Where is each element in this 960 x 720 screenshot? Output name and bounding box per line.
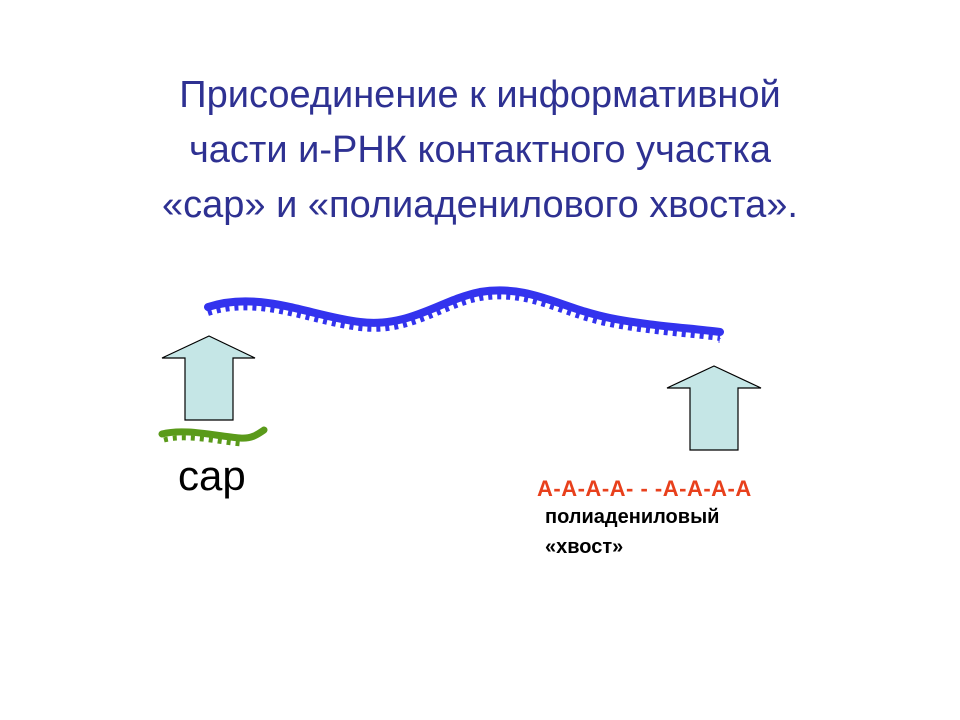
polya-label-line-1: полиадениловый <box>545 506 720 528</box>
slide-title: Присоединение к информативной части и-РН… <box>60 68 900 233</box>
cap-strand <box>158 426 268 442</box>
title-line-3: «cap» и «полиаденилового хвоста». <box>162 184 798 226</box>
polya-tail-label: полиадениловый «хвост» <box>545 502 719 562</box>
polya-label-line-2: «хвост» <box>545 536 624 558</box>
polya-arrow <box>666 365 762 451</box>
cap-arrow <box>161 335 256 421</box>
cap-label: cap <box>178 452 246 499</box>
cap-strand-ticks <box>163 435 243 447</box>
mrna-strand-ticks <box>207 293 721 341</box>
mrna-strand <box>204 286 724 336</box>
strand-end-mark: r <box>718 335 721 345</box>
polya-sequence: A-A-A-A- - -A-A-A-A <box>537 476 752 501</box>
title-line-2: части и-РНК контактного участка <box>189 129 771 171</box>
title-line-1: Присоединение к информативной <box>179 74 781 116</box>
